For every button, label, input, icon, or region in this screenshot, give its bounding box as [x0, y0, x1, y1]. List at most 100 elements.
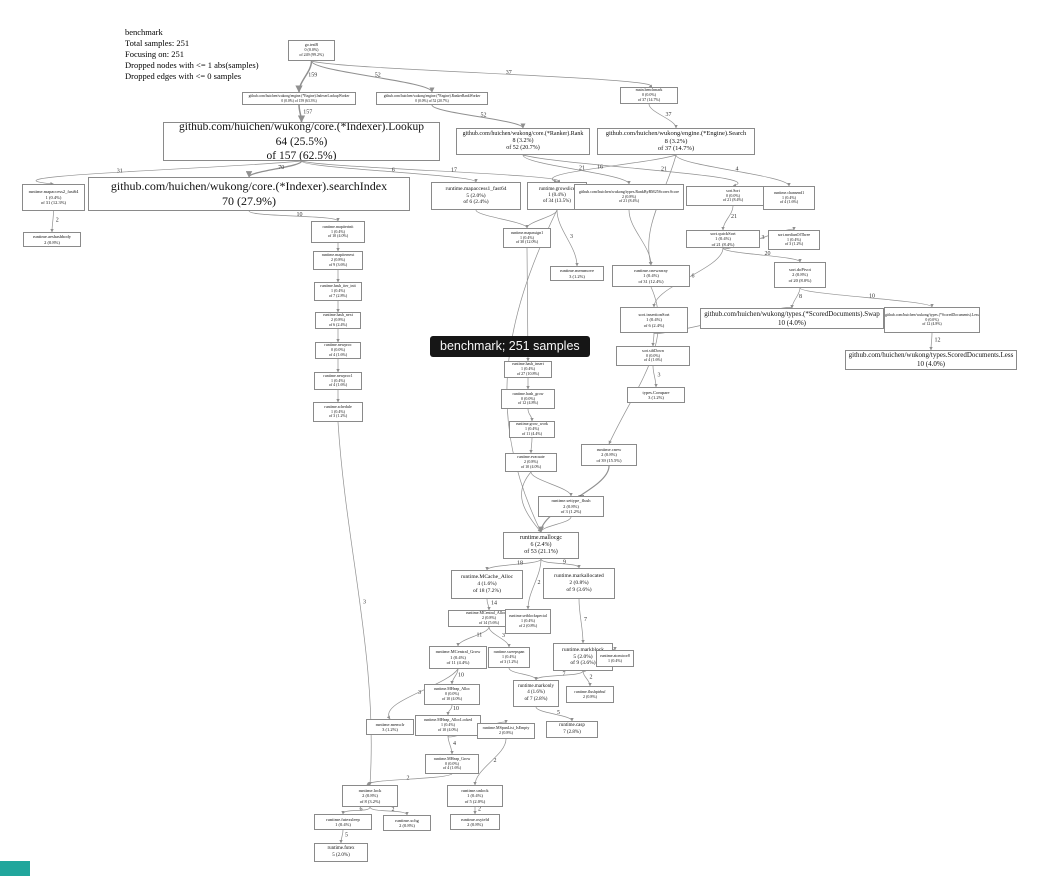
node-label-line: of 21 (8.4%) [722, 197, 744, 203]
graph-edge [525, 209, 558, 229]
edge-weight-label: 52 [481, 113, 487, 119]
graph-node-less[interactable]: github.com/huichen/wukong/types.ScoredDo… [845, 350, 1017, 370]
graph-edge [475, 209, 529, 229]
node-label-line: github.com/huichen/wukong/core.(*Indexer… [179, 122, 424, 134]
edge-weight-label: 2 [478, 807, 481, 813]
graph-node-rank[interactable]: github.com/huichen/wukong/core.(*Ranker)… [456, 128, 590, 155]
edge-weight-label: 5 [345, 833, 348, 839]
edge-weight-label: 6 [360, 807, 363, 813]
node-label-line: 1 (0.4%) [502, 654, 516, 660]
node-label-line: 10 (4.0%) [778, 318, 806, 327]
node-label-line: of 31 (12.3%) [40, 200, 67, 206]
graph-edge [508, 667, 538, 681]
node-label-line: runtime.MCentral_Grow [435, 649, 481, 655]
node-label-line: 2 (0.8%) [44, 239, 60, 245]
graph-edge [473, 738, 507, 786]
node-label-line: 0 (0.0%) of 159 (63.3%) [281, 98, 317, 103]
node-label-line: runtime.futexsleep [326, 816, 360, 822]
node-label-line: of 249 (99.2%) [299, 51, 324, 57]
graph-edge [721, 205, 734, 231]
node-label-line: of 21 (8.4%) [618, 198, 640, 204]
node-label-line: runtime.mapiterinit [322, 223, 354, 229]
node-label-line: runtime.newproc [324, 342, 352, 348]
legend-line: Dropped nodes with <= 1 abs(samples) [125, 60, 259, 71]
node-label-line: sort.doPivot [789, 266, 811, 272]
node-label-line: 1 (0.4%) [45, 194, 62, 200]
graph-node-worker2[interactable]: github.com/huichen/wukong/engine.(*Engin… [376, 92, 488, 105]
edge-weight-label: 17 [451, 168, 457, 174]
edge-weight-label: 7 [584, 617, 587, 623]
graph-node-worker1[interactable]: github.com/huichen/wukong/engine.(*Engin… [242, 92, 356, 105]
node-label-line: runtime.memclr [375, 721, 405, 727]
node-label-line: 1 (0.4%) [331, 288, 345, 294]
edge-weight-label: 2 [56, 218, 59, 224]
node-label-line: 2 (0.8%) [331, 317, 345, 323]
legend-line: benchmark [125, 27, 163, 37]
graph-edge [341, 806, 371, 815]
node-label-line: 0 (0.0%) [445, 760, 459, 766]
node-label-line: of 53 (21.1%) [524, 549, 558, 556]
node-label-line: go.testB [304, 42, 319, 48]
node-label-line: runtime.MHeap_Grow [433, 755, 471, 761]
graph-node-lookup[interactable]: github.com/huichen/wukong/core.(*Indexer… [163, 122, 440, 161]
graph-node-lesswrap[interactable]: github.com/huichen/wukong/types.(*Scored… [884, 307, 980, 333]
graph-node-searchidx[interactable]: github.com/huichen/wukong/core.(*Indexer… [88, 177, 410, 211]
graph-node-search[interactable]: github.com/huichen/wukong/engine.(*Engin… [597, 128, 755, 155]
node-label-line: runtime.mapaccess1_fast64 [445, 185, 507, 192]
edge-weight-label: 2 [494, 758, 497, 764]
graph-node-swap[interactable]: github.com/huichen/wukong/types.(*Scored… [700, 308, 884, 329]
graph-node-score[interactable]: github.com/huichen/wukong/types.RankByBM… [574, 184, 684, 210]
node-label-line: runtime.MHeap_AllocLocked [423, 717, 473, 723]
edge-weight-label: 11 [477, 633, 483, 639]
